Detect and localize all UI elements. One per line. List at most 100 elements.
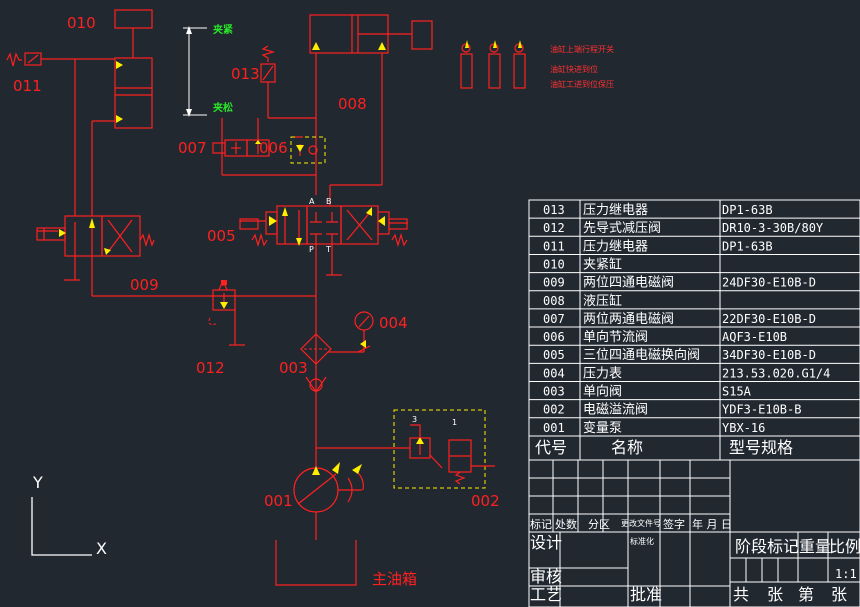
tb-qianzi: 签字 [663,517,685,531]
parts-row-model: 24DF30-E10B-D [722,276,816,290]
parts-row: 008 液压缸 [529,290,860,309]
parts-row-code: 012 [543,221,565,235]
label-011: 011 [13,77,42,95]
relief-valve-002: 3 1 [316,409,495,489]
parts-row: 012 先导式减压阀 DR10-3-30B/80Y [529,217,860,236]
release-label: 夹松 [213,101,233,114]
main-pressure-line [91,244,317,470]
tb-chushu: 处数 [555,518,577,531]
label-007: 007 [178,139,207,157]
axis-x-label: X [96,539,107,558]
parts-row-name: 压力继电器 [583,203,648,218]
title-block: 标记 处数 分区 更改文件号 签字 年 月 日 设计 标准化 审核 工艺 批准 … [528,459,860,607]
filter-003 [300,333,332,365]
note-work-hold: 油缸工进到位保压 [550,79,614,89]
tb-shenhe: 审核 [530,567,562,586]
label-001: 001 [264,492,293,510]
label-002: 002 [471,492,500,510]
axis-y-label: Y [32,473,43,492]
tb-jieduan: 阶段标记 [735,537,799,556]
pressure-switch-013 [260,45,316,119]
solenoid-valve-007 [212,118,316,176]
parts-row-code: 011 [543,239,565,253]
relief-port-1-label: 1 [452,418,457,427]
label-004: 004 [379,314,408,332]
tb-zhang2: 张 [831,585,847,604]
parts-row-code: 003 [543,385,565,399]
parts-row-model: DP1-63B [722,203,773,217]
parts-row: 002 电磁溢流阀 YDF3-E10B-B [529,399,860,418]
header-code: 代号 [535,438,567,457]
parts-row-name: 两位两通电磁阀 [583,312,674,327]
parts-row-code: 007 [543,312,565,326]
parts-row-model: YBX-16 [722,421,765,435]
clamp-label: 夹紧 [213,23,233,36]
reducing-valve-012 [208,280,245,346]
label-008: 008 [338,95,367,113]
tb-gong: 共 [733,585,749,604]
tb-gengai: 更改文件号 [621,518,661,528]
label-009: 009 [130,276,159,294]
parts-row-name: 液压缸 [583,293,622,309]
parts-row-name: 电磁溢流阀 [583,403,648,418]
tb-gongyi: 工艺 [530,585,562,604]
tb-biaoji: 标记 [530,517,552,531]
hydraulic-cylinder-008 [309,14,433,206]
tb-di: 第 [798,585,814,604]
parts-row-model: 22DF30-E10B-D [722,312,816,326]
parts-row-model: DR10-3-30B/80Y [722,221,824,235]
header-model: 型号规格 [729,438,793,457]
parts-row-code: 005 [543,348,565,362]
parts-row-code: 002 [543,403,565,417]
tb-nianyueri: 年 月 日 [692,517,732,531]
port-t-label: T [325,245,331,254]
ucs-axis-icon: Y X [31,473,107,558]
label-013: 013 [231,65,260,83]
oil-tank [275,540,357,586]
label-012: 012 [196,359,225,377]
parts-row-code: 004 [543,366,565,380]
tb-biaozhunhua: 标准化 [630,536,654,546]
parts-row-name: 单向节流阀 [583,329,648,345]
parts-row: 007 两位两通电磁阀 22DF30-E10B-D [529,308,860,327]
parts-row: 013 压力继电器 DP1-63B [543,203,773,218]
parts-row-code: 006 [543,330,565,344]
parts-row-model: YDF3-E10B-B [722,403,801,417]
tb-scale: 1:1 [835,567,857,581]
tank-label: 主油箱 [372,570,417,588]
variable-pump-001 [293,462,364,540]
parts-row-name: 单向阀 [583,384,622,400]
note-fast-forward: 油缸快进到位 [550,64,598,74]
parts-row-name: 变量泵 [583,420,622,436]
clamp-cylinder-010 [114,9,207,129]
directional-valve-005: A B P T [239,197,408,276]
tb-sheji: 设计 [530,533,562,552]
tb-zhang1: 张 [767,585,783,604]
parts-row-code: 008 [543,294,565,308]
parts-row-code: 001 [543,421,565,435]
parts-row-model: 34DF30-E10B-D [722,348,816,362]
tb-fenqu: 分区 [588,518,610,531]
note-upper-switch: 油缸上端行程开关 [550,44,614,54]
parts-header: 代号 名称 型号规格 [535,438,793,457]
parts-row-code: 013 [543,203,565,217]
parts-row-name: 先导式减压阀 [583,221,661,236]
label-005: 005 [207,227,236,245]
parts-row-code: 009 [543,276,565,290]
parts-row-model: 213.53.020.G1/4 [722,366,830,380]
parts-row-name: 压力继电器 [583,239,648,254]
port-a-label: A [309,197,315,206]
pressure-gauge-004 [328,311,374,353]
parts-row-model: S15A [722,385,752,399]
label-003: 003 [279,359,308,377]
throttle-check-valve-006 [290,136,326,164]
parts-row-name: 两位四通电磁阀 [583,276,674,291]
